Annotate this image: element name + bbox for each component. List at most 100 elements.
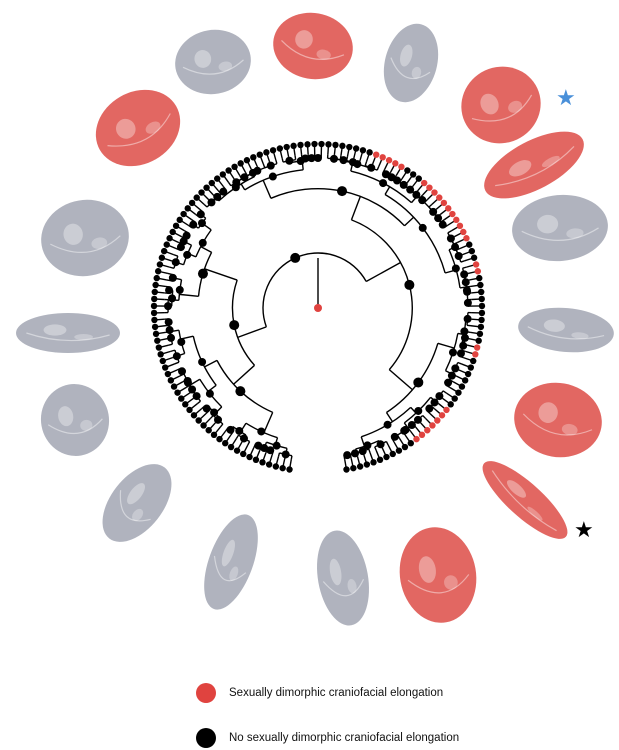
tip-node [396, 447, 402, 453]
internal-node [377, 440, 385, 448]
internal-node [180, 237, 188, 245]
tip-node [474, 344, 480, 350]
legend-label: No sexually dimorphic craniofacial elong… [229, 732, 459, 744]
tip-node [297, 142, 303, 148]
tip-node [377, 457, 383, 463]
internal-node [257, 427, 265, 435]
skull-16 [16, 313, 120, 353]
tip-node [408, 440, 414, 446]
tip-node [290, 143, 296, 149]
tip-node [380, 154, 386, 160]
tip-node [195, 417, 201, 423]
internal-node [189, 221, 197, 229]
tip-node [424, 427, 430, 433]
internal-node [330, 155, 338, 163]
internal-node [429, 208, 437, 216]
legend-red-dot [196, 683, 216, 703]
tip-node [250, 154, 256, 160]
tip-node [346, 144, 352, 150]
tip-node [253, 457, 259, 463]
tip-node [171, 383, 177, 389]
internal-node [198, 219, 206, 227]
tip-node [449, 211, 455, 217]
tip-node [222, 440, 228, 446]
internal-node [425, 405, 433, 413]
skull-14 [89, 452, 185, 555]
internal-node [460, 270, 468, 278]
tip-node [228, 444, 234, 450]
tip-node [462, 377, 468, 383]
internal-node [273, 442, 281, 450]
skull-11 [392, 521, 484, 629]
tip-node [364, 461, 370, 467]
internal-node [227, 426, 235, 434]
skull-12 [310, 526, 376, 629]
tip-node [410, 171, 416, 177]
tip-node [478, 289, 484, 295]
tip-node [231, 164, 237, 170]
legend-item-non-dimorphic: No sexually dimorphic craniofacial elong… [196, 728, 459, 748]
tip-node [266, 461, 272, 467]
tip-node [469, 248, 475, 254]
tip-node [189, 200, 195, 206]
tip-node [386, 157, 392, 163]
internal-node [267, 162, 275, 170]
tip-node [431, 189, 437, 195]
internal-node [379, 179, 387, 187]
internal-node [451, 364, 459, 372]
tip-node [220, 171, 226, 177]
tip-node [209, 180, 215, 186]
tip-node [159, 255, 165, 261]
skull-17 [35, 193, 135, 283]
tip-node [332, 142, 338, 148]
internal-node [290, 253, 300, 263]
internal-node [460, 327, 468, 335]
tip-node [402, 444, 408, 450]
tip-node [263, 149, 269, 155]
internal-node [166, 326, 174, 334]
tip-node [169, 229, 175, 235]
tip-node [240, 451, 246, 457]
tip-node [153, 331, 159, 337]
tip-node [413, 436, 419, 442]
internal-node [451, 243, 459, 251]
internal-node [207, 198, 215, 206]
tip-node [478, 317, 484, 323]
internal-node [449, 348, 457, 356]
internal-node [452, 264, 460, 272]
tip-node [383, 454, 389, 460]
tip-node [165, 371, 171, 377]
internal-node [339, 156, 347, 164]
tip-node [152, 324, 158, 330]
tip-node [234, 447, 240, 453]
tip-node [273, 463, 279, 469]
tip-node [357, 463, 363, 469]
internal-node [439, 221, 447, 229]
tip-node [194, 194, 200, 200]
internal-node [167, 334, 175, 342]
internal-node [363, 441, 371, 449]
skull-ring [16, 7, 616, 630]
internal-node [193, 392, 201, 400]
tip-node [455, 389, 461, 395]
internal-node [253, 167, 261, 175]
tip-node [155, 268, 161, 274]
tip-node [277, 145, 283, 151]
tip-node [156, 344, 162, 350]
internal-node [177, 338, 185, 346]
tip-node [460, 229, 466, 235]
tip-node [182, 401, 188, 407]
tip-node [475, 268, 481, 274]
internal-node [176, 286, 184, 294]
tip-node [419, 432, 425, 438]
internal-node [199, 239, 207, 247]
skull-9 [508, 376, 608, 464]
tip-node [448, 401, 454, 407]
tip-node [479, 310, 485, 316]
internal-node [184, 377, 192, 385]
internal-node [448, 372, 456, 380]
internal-node [464, 299, 472, 307]
internal-node [203, 405, 211, 413]
tip-node [244, 157, 250, 163]
tip-node [152, 289, 158, 295]
